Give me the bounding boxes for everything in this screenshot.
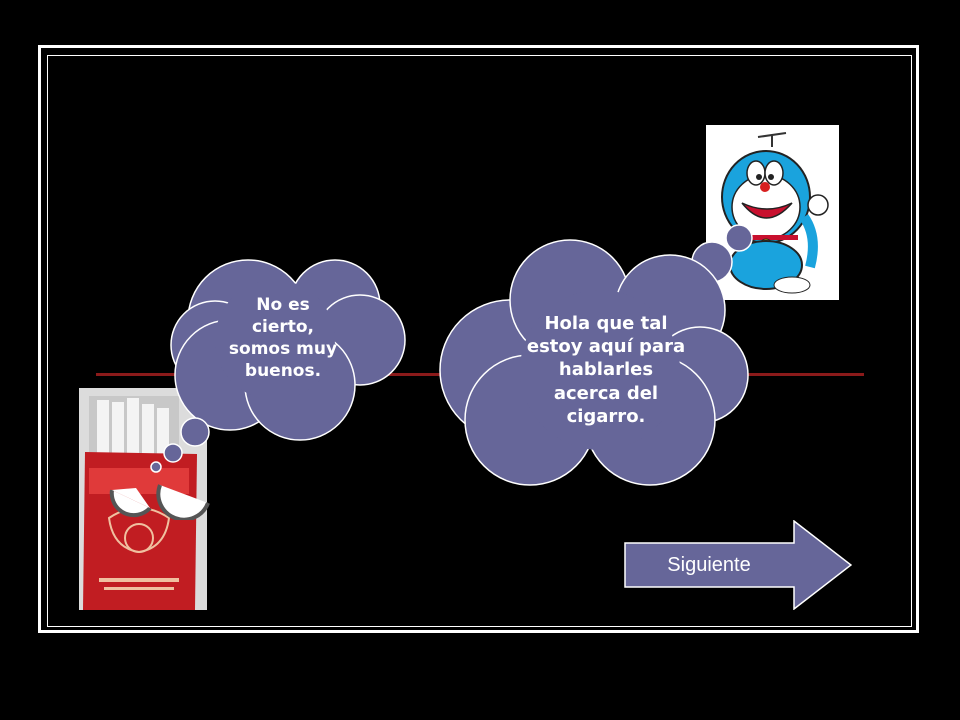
thought-right-line-4: acerca del [553, 382, 659, 404]
thought-text-right: Hola que tal estoy aquí para hablarles a… [495, 285, 717, 455]
thought-left-line-1: No es [256, 294, 310, 315]
thought-left-line-2: cierto, [251, 316, 315, 337]
thought-left-line-4: buenos. [244, 361, 322, 382]
thought-left-line-3: somos muy [228, 339, 338, 359]
thought-right-line-3: hablarles [558, 359, 654, 381]
slide-frame-inner [47, 55, 912, 627]
thought-right-line-2: estoy aquí para [526, 335, 686, 357]
thought-text-left: No es cierto, somos muy buenos. [208, 268, 358, 408]
thought-right-line-5: cigarro. [566, 406, 646, 428]
slide-frame-outer [38, 45, 919, 633]
thought-right-line-1: Hola que tal [544, 312, 668, 334]
sad-eyes-icon [109, 484, 210, 520]
thought-bubble-right [439, 224, 753, 486]
next-arrow-button[interactable] [624, 520, 852, 610]
thought-bubble-left [150, 259, 406, 473]
